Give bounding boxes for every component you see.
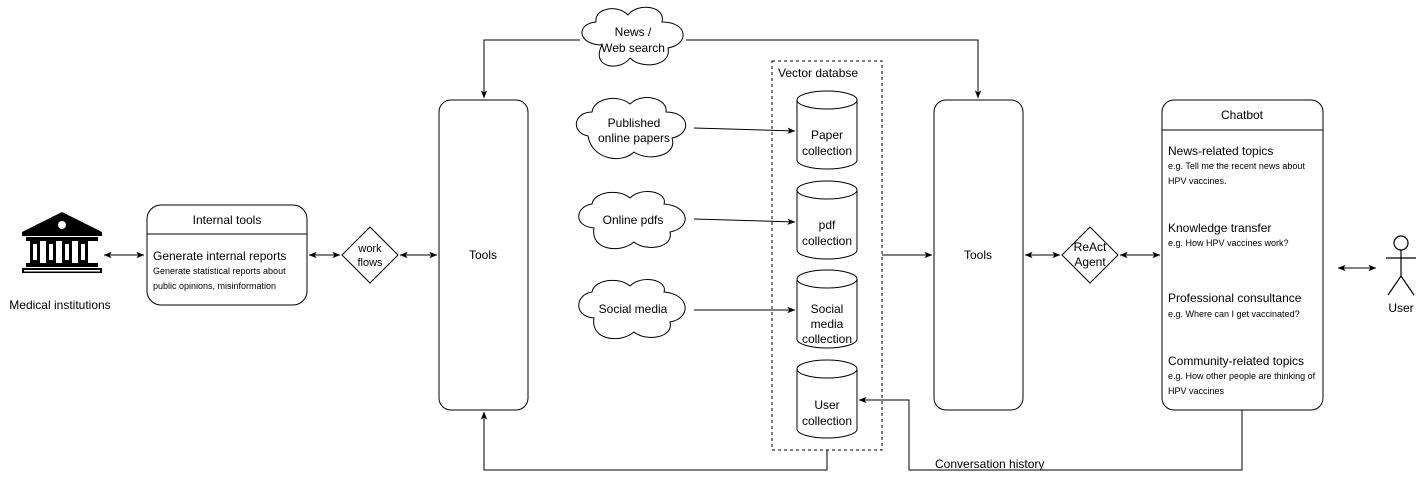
- news-label-1: News /: [615, 25, 652, 39]
- vector-database-title: Vector databse: [778, 66, 858, 80]
- news-topics-title: News-related topics: [1168, 144, 1273, 158]
- internal-reports-desc-1: Generate statistical reports about: [153, 266, 286, 276]
- internal-reports-title: Generate internal reports: [153, 249, 286, 263]
- social-label: Social media: [599, 302, 668, 316]
- react-agent-label-2: Agent: [1074, 255, 1106, 269]
- social-collection-label-2: media: [811, 317, 844, 331]
- community-topics-example-1: e.g. How other people are thinking of: [1168, 371, 1316, 381]
- user-icon: [1386, 235, 1416, 296]
- workflows-diamond: work flows: [341, 226, 399, 284]
- tools-left-label: Tools: [469, 248, 497, 262]
- tools-left-box: Tools: [438, 99, 529, 411]
- papers-label-1: Published: [608, 116, 661, 130]
- social-collection-label-1: Social: [811, 302, 844, 316]
- user-collection-label-1: User: [814, 398, 839, 412]
- news-topics-example-2: HPV vaccines.: [1168, 176, 1227, 186]
- news-topics-example-1: e.g. Tell me the recent news about: [1168, 161, 1305, 171]
- arrow-conversation-history: [858, 396, 1243, 471]
- pdf-collection-cylinder: pdf collection: [796, 180, 858, 260]
- tools-right-label: Tools: [964, 248, 992, 262]
- professional-consultance-title: Professional consultance: [1168, 291, 1302, 305]
- community-topics-example-2: HPV vaccines: [1168, 386, 1225, 396]
- social-media-collection-cylinder: Social media collection: [796, 269, 858, 349]
- bank-icon: [22, 212, 102, 273]
- pdf-collection-label-1: pdf: [819, 218, 836, 232]
- chatbot-title: Chatbot: [1221, 108, 1264, 122]
- user-collection-label-2: collection: [802, 414, 852, 428]
- user-collection-cylinder: User collection: [796, 359, 858, 439]
- paper-collection-label-2: collection: [802, 144, 852, 158]
- cloud-social-media: Social media: [578, 278, 686, 340]
- user-label: User: [1388, 301, 1413, 315]
- arrow-news-tools-right: [686, 39, 982, 99]
- cloud-published-papers: Published online papers: [576, 97, 687, 160]
- tools-right-box: Tools: [933, 99, 1024, 411]
- conversation-history-label: Conversation history: [935, 457, 1044, 471]
- medical-institutions-label: Medical institutions: [9, 298, 110, 312]
- react-agent-label-1: ReAct: [1074, 240, 1107, 254]
- chatbot-box: Chatbot News-related topics e.g. Tell me…: [1161, 99, 1324, 411]
- internal-tools-title: Internal tools: [193, 213, 262, 227]
- knowledge-transfer-example: e.g. How HPV vaccines work?: [1168, 238, 1289, 248]
- connectors: [103, 39, 1377, 471]
- community-topics-title: Community-related topics: [1168, 354, 1304, 368]
- arrow-papers-collection: [693, 127, 796, 134]
- papers-label-2: online papers: [598, 131, 670, 145]
- paper-collection-label-1: Paper: [811, 128, 843, 142]
- arrow-pdfs-collection: [693, 218, 796, 225]
- knowledge-transfer-title: Knowledge transfer: [1168, 221, 1271, 235]
- internal-reports-desc-2: public opinions, misinformation: [153, 281, 276, 291]
- cloud-online-pdfs: Online pdfs: [578, 190, 686, 250]
- social-collection-label-3: collection: [802, 332, 852, 346]
- paper-collection-cylinder: Paper collection: [796, 90, 858, 170]
- arrow-news-tools-left: [480, 39, 580, 99]
- news-label-2: Web search: [601, 41, 665, 55]
- react-agent-diamond: ReAct Agent: [1061, 226, 1119, 284]
- professional-consultance-example: e.g. Where can I get vaccinated?: [1168, 309, 1300, 319]
- workflows-label-2: flows: [357, 257, 383, 269]
- pdf-collection-label-2: collection: [802, 234, 852, 248]
- pdfs-label: Online pdfs: [603, 213, 664, 227]
- internal-tools-box: Internal tools Generate internal reports…: [146, 204, 308, 306]
- workflows-label-1: work: [357, 243, 382, 255]
- cloud-news-web-search: News / Web search: [581, 6, 684, 67]
- arrow-vectordb-tools-left: [480, 411, 828, 471]
